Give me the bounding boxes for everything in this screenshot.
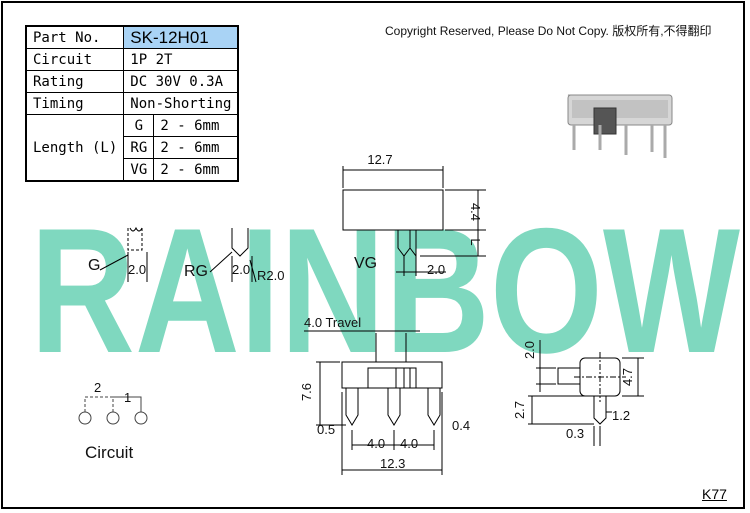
length-type-vg: VG [123,158,155,182]
circuit-symbol [78,396,148,425]
front-view-total-width: 12.3 [380,456,405,471]
rating-value: DC 30V 0.3A [123,70,239,93]
watermark-text: RAINBOW [30,191,740,390]
length-value-g: 2 - 6mm [153,114,239,137]
top-view [342,166,486,276]
copyright-notice: Copyright Reserved, Please Do Not Copy. … [385,24,712,38]
product-render [567,94,673,158]
rg-terminal-label: RG [184,263,208,280]
circuit-label: Circuit [85,443,133,462]
side-view-height: 4.7 [620,368,635,386]
vg-terminal-dim: 2.0 [427,262,445,277]
model-code: K77 [702,486,727,502]
front-view-pitch-right: 4.0 [400,436,418,451]
part-no-label: Part No. [25,25,125,49]
g-terminal-view [99,226,148,282]
side-view-pin-thickness: 0.3 [566,426,584,441]
rg-terminal-view [209,228,257,283]
rg-terminal-dim: 2.0 [232,262,250,277]
part-no-value: SK-12H01 [123,25,239,49]
top-view-height: 4.4 [468,203,483,221]
front-view-travel: 4.0 Travel [304,315,361,330]
side-view-pin-width: 1.2 [612,408,630,423]
front-view-pitch-left: 4.0 [367,436,385,451]
side-view-pin-length: 2.7 [512,401,527,419]
top-view-width: 12.7 [367,152,392,167]
front-view-pin-left: 0.5 [317,422,335,437]
front-view [304,330,443,475]
vg-terminal-label: VG [354,255,377,272]
front-view-height: 7.6 [299,383,314,401]
side-view-top-dim: 2.0 [522,341,537,359]
spec-table: Part No. SK-12H01 Circuit 1P 2T Rating D… [25,25,240,182]
timing-label: Timing [25,92,125,115]
circuit-value: 1P 2T [123,48,239,71]
g-terminal-label: G [88,257,100,274]
circuit-pin-1: 1 [124,390,131,405]
length-label: Length (L) [25,114,125,182]
g-terminal-dim: 2.0 [128,262,146,277]
rg-terminal-radius: R2.0 [257,268,284,283]
top-view-length: L [468,238,483,245]
circuit-label: Circuit [25,48,125,71]
rating-label: Rating [25,70,125,93]
length-value-vg: 2 - 6mm [153,158,239,182]
length-value-rg: 2 - 6mm [153,136,239,159]
front-view-pin-right: 0.4 [452,418,470,433]
side-view [528,340,644,446]
circuit-pin-2: 2 [94,380,101,395]
length-type-rg: RG [123,136,155,159]
